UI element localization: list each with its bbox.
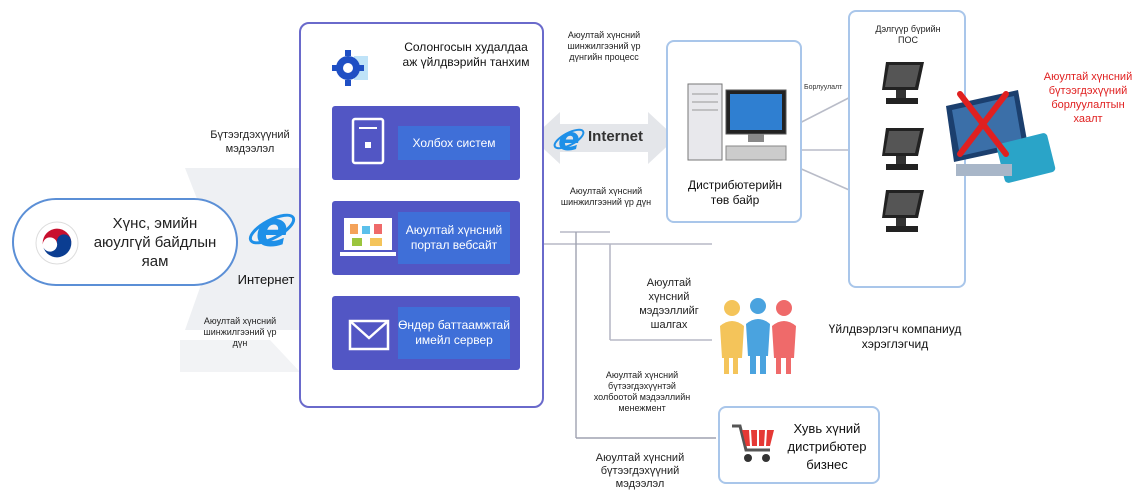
pos-terminal-icon bbox=[882, 190, 924, 232]
svg-text:e: e bbox=[256, 202, 289, 254]
gear-icon bbox=[332, 50, 368, 86]
sales-label: Борлуулалт bbox=[804, 84, 843, 91]
email-server-label: Өндөр баттаамжтай имейл сервер bbox=[398, 307, 510, 359]
internet-label-mn: Интернет bbox=[237, 272, 295, 287]
product-info-label: Бүтээгдэхүүний мэдээлэл bbox=[210, 129, 290, 155]
portal-feedback-arrows bbox=[540, 231, 712, 341]
korea-emblem-icon bbox=[35, 221, 79, 265]
people-icon bbox=[720, 298, 796, 374]
envelope-icon bbox=[348, 319, 390, 351]
chamber-title: Солонгосын худалдаа аж үйлдвэрийн танхим bbox=[402, 40, 530, 69]
pos-terminal-icon bbox=[882, 128, 924, 170]
block-text: Аюултай хүнсний бүтээгдэхүүний борлуулал… bbox=[1043, 71, 1133, 125]
result-note: Аюултай хүнсний шинжилгээний үр дүн bbox=[560, 186, 652, 207]
distributor-title: Дистрибютерийн төв байр bbox=[687, 178, 783, 207]
ie-logo-icon: e bbox=[553, 121, 585, 155]
management-label: Аюултай хүнсний бүтээгдэхүүнтэй холбоото… bbox=[593, 370, 691, 413]
storefront-icon bbox=[340, 218, 396, 256]
shopping-cart-icon bbox=[732, 424, 774, 462]
relay-system-label: Холбох систем bbox=[398, 126, 510, 160]
pos-terminal-icon bbox=[882, 62, 924, 104]
personal-title: Хувь хүний дистрибютер бизнес bbox=[787, 421, 867, 472]
server-icon bbox=[351, 117, 385, 165]
svg-text:e: e bbox=[558, 121, 580, 155]
cross-icon bbox=[957, 91, 1009, 157]
ministry-title: Хүнс, эмийн аюулгүй байдлын яам bbox=[93, 215, 217, 270]
left-flow-bottom-band bbox=[180, 340, 300, 372]
internet-hub-label: Internet bbox=[588, 128, 644, 145]
check-info-label: Аюултай хүнсний мэдээллийг шалгах bbox=[639, 277, 699, 331]
ie-logo-icon: e bbox=[248, 202, 296, 254]
management-line bbox=[575, 232, 716, 439]
blocked-sale-illustration bbox=[946, 90, 1056, 183]
desktop-computer-icon bbox=[687, 83, 787, 161]
inspection-result-label: Аюултай хүнсний шинжилгээний үр дүн bbox=[203, 316, 277, 348]
manufacturers-title: Үйлдвэрлэгч компаниуд хэрэглэгчид bbox=[828, 322, 962, 351]
stores-title: Дэлгүүр бүрийн ПОС bbox=[875, 24, 941, 45]
portal-label: Аюултай хүнсний портал вебсайт bbox=[398, 212, 510, 264]
process-note: Аюултай хүнсний шинжилгээний үр дүнгийн … bbox=[567, 30, 641, 62]
internet-double-arrow bbox=[532, 112, 676, 164]
personal-product-info: Аюултай хүнсний бүтээгдэхүүний мэдээлэл bbox=[595, 452, 685, 490]
